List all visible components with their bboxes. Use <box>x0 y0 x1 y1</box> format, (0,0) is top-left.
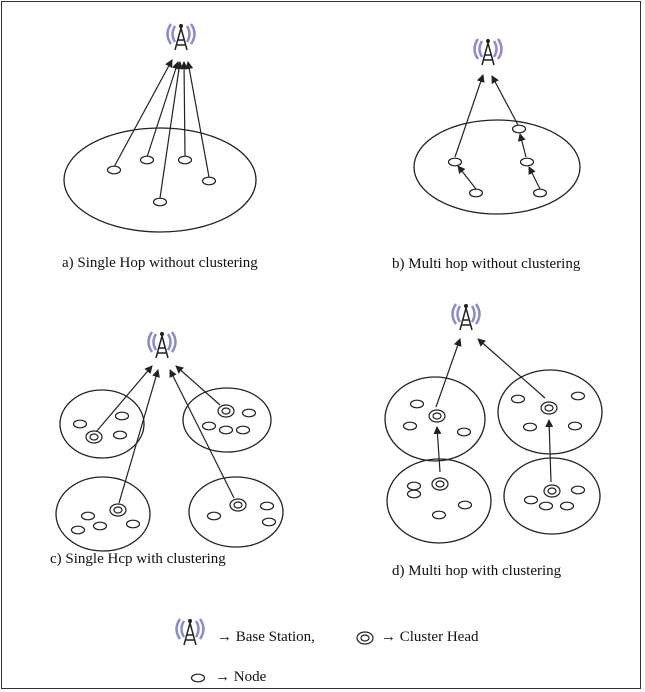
hop-arrows <box>95 365 235 504</box>
network-region <box>413 119 581 215</box>
node-icon <box>241 408 257 418</box>
cluster-head-icon <box>543 484 561 498</box>
node-icon <box>538 501 554 511</box>
cluster-region <box>384 376 486 462</box>
legend-node-label: → Node <box>215 669 267 685</box>
node-icon <box>261 517 277 527</box>
node-icon <box>114 411 130 421</box>
cluster-head-icon <box>217 404 235 418</box>
node-icon <box>570 391 586 401</box>
node-icon <box>570 485 586 495</box>
node-icon <box>201 421 217 431</box>
cluster-head-icon <box>431 477 449 491</box>
base-station-icon <box>451 302 481 332</box>
node-icon <box>92 521 108 531</box>
cluster-region <box>386 458 492 544</box>
node-icon <box>206 511 222 521</box>
node-icon <box>447 157 463 167</box>
legend-base-station-label: → Base Station, <box>217 629 315 645</box>
caption-d: d) Multi hop with clustering <box>392 563 562 579</box>
node-icon <box>139 155 155 165</box>
node-icon <box>152 197 168 207</box>
hop-arrows <box>433 338 554 483</box>
node-icon <box>402 421 418 431</box>
node-icon <box>125 519 141 529</box>
node-icon <box>431 510 447 520</box>
node-icon <box>406 481 422 491</box>
cluster-head-icon <box>85 430 103 444</box>
network-region <box>63 127 257 233</box>
cluster-region <box>59 389 145 459</box>
node-icon <box>510 394 526 404</box>
cluster-head-icon <box>540 401 558 415</box>
panel-a <box>63 22 257 233</box>
node-icon <box>80 511 96 521</box>
node-icon <box>106 165 122 175</box>
node-icon <box>522 422 538 432</box>
cluster-region <box>503 457 601 535</box>
node-icon <box>468 188 484 198</box>
cluster-region <box>182 387 272 453</box>
node-icon <box>523 495 539 505</box>
cluster-head-icon <box>428 409 446 423</box>
node-icon <box>559 501 575 511</box>
node-icon <box>259 501 275 511</box>
node-icon <box>456 427 472 437</box>
node-icon <box>177 155 193 165</box>
node-icon <box>511 124 527 134</box>
panel-d <box>384 302 603 544</box>
node-icon <box>567 421 583 431</box>
cluster-head-icon <box>109 503 127 517</box>
caption-c: c) Single Hcp with clustering <box>50 551 226 567</box>
hop-arrows <box>454 74 541 190</box>
node-icon <box>532 188 548 198</box>
legend-cluster-head-label: → Cluster Head <box>381 629 479 645</box>
node-icon <box>218 425 234 435</box>
node-icon <box>201 176 217 186</box>
node-icon <box>235 425 251 435</box>
node-icon <box>409 399 425 409</box>
node-icon <box>190 673 206 683</box>
node-icon <box>72 419 88 429</box>
base-station-icon <box>166 22 196 52</box>
base-station-icon <box>147 330 177 360</box>
panel-c <box>55 330 284 552</box>
node-icon <box>519 157 535 167</box>
node-icon <box>406 489 422 499</box>
base-station-icon <box>473 37 503 67</box>
cluster-head-icon <box>356 631 374 645</box>
cluster-region <box>188 476 284 548</box>
node-icon <box>457 500 473 510</box>
base-station-icon <box>175 617 205 647</box>
cluster-region <box>55 476 151 552</box>
caption-a: a) Single Hop without clustering <box>62 255 258 271</box>
panel-b <box>413 37 581 215</box>
caption-b: b) Multi hop without clustering <box>392 256 581 272</box>
cluster-head-icon <box>229 498 247 512</box>
node-icon <box>112 430 128 440</box>
hop-arrows <box>113 59 210 199</box>
node-icon <box>70 525 86 535</box>
